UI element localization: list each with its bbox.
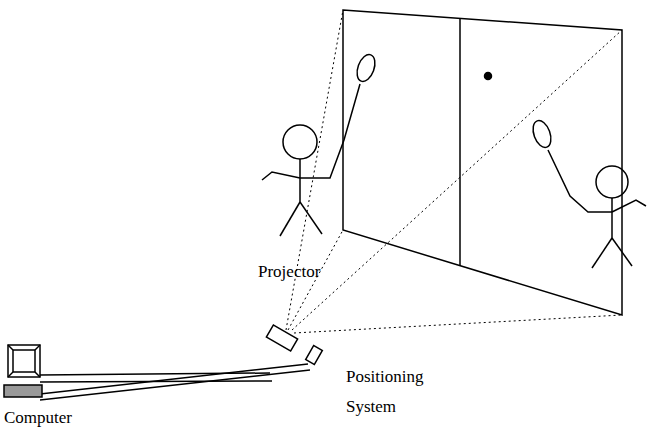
projection-screen: [343, 10, 622, 315]
projection-rays: [286, 10, 622, 333]
positioning-label: Positioning System: [346, 362, 438, 422]
positioning-device: [306, 346, 323, 365]
projector-device: [266, 325, 297, 351]
left-player: [262, 52, 378, 236]
net-line: [459, 18, 461, 266]
computer-icon: [4, 345, 42, 397]
computer-label: Computer: [4, 408, 104, 428]
cables: [40, 364, 310, 400]
right-player: [530, 118, 646, 268]
ball: [485, 73, 492, 80]
projector-label: Projector: [258, 262, 358, 282]
